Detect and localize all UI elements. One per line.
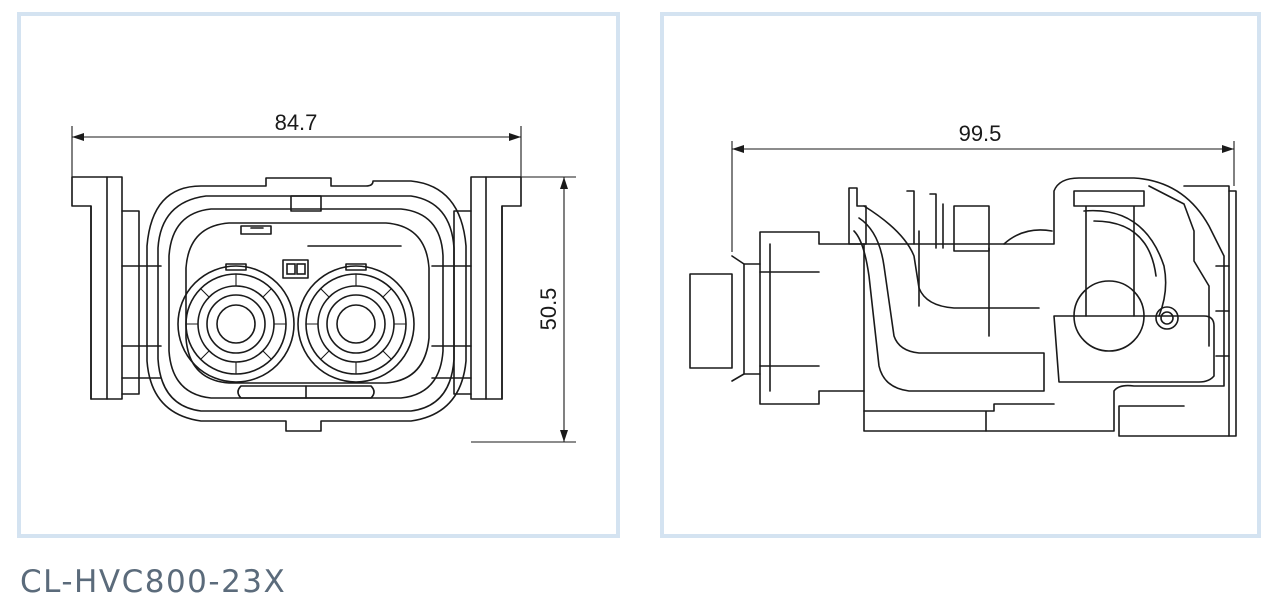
right-flange (431, 176, 522, 400)
left-flange (71, 176, 162, 400)
right-terminal-cavity (297, 263, 415, 383)
connector-side-profile (689, 177, 1237, 437)
side-view-panel: 99.5 (660, 12, 1261, 538)
left-terminal-cavity (177, 263, 295, 383)
front-view-panel: 84.7 50.5 (17, 12, 620, 538)
height-dimension: 50.5 (471, 176, 576, 443)
side-view-drawing: 99.5 (689, 121, 1237, 437)
front-view-drawing: 84.7 50.5 (71, 110, 576, 443)
height-dimension-label: 50.5 (536, 288, 561, 331)
part-number-caption: CL-HVC800-23X (20, 564, 287, 600)
width-dimension-label: 84.7 (275, 110, 318, 135)
width-dimension: 84.7 (71, 110, 522, 206)
length-dimension: 99.5 (731, 121, 1235, 252)
connector-housing (146, 177, 467, 432)
length-dimension-label: 99.5 (959, 121, 1002, 146)
